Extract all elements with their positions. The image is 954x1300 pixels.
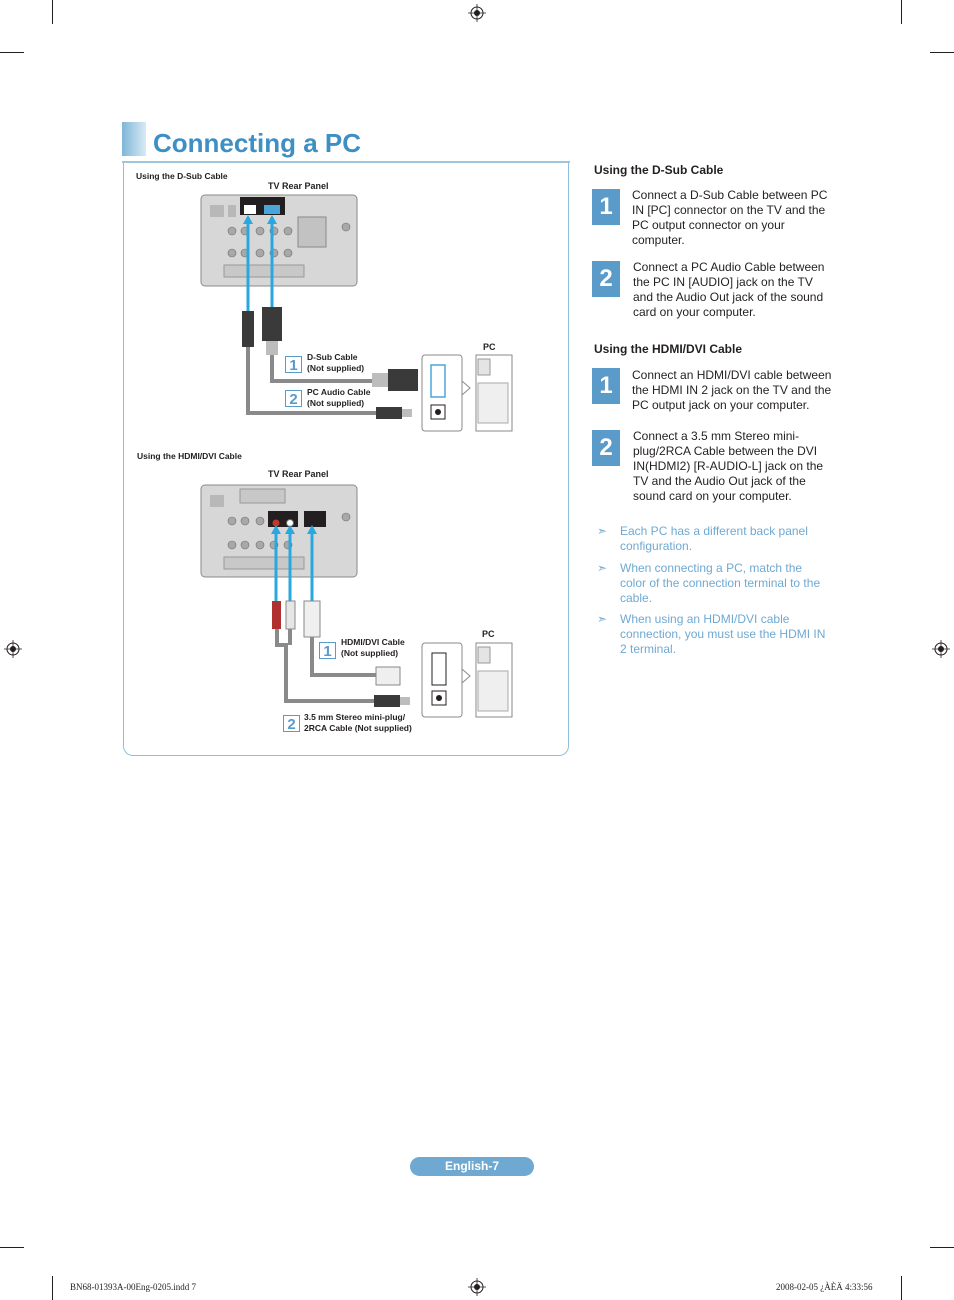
dsub-diagram-label: Using the D-Sub Cable [136, 171, 228, 181]
note-arrow-icon: ➣ [597, 612, 608, 626]
callout-label: 3.5 mm Stereo mini-plug/ [304, 712, 406, 722]
callout-label: HDMI/DVI Cable [341, 637, 405, 647]
callout-number: 1 [285, 356, 302, 374]
note-text: When using an HDMI/DVI cable connection,… [620, 612, 826, 656]
step-text: Connect a PC Audio Cable between the PC … [633, 260, 825, 319]
callout-label: D-Sub Cable [307, 352, 358, 362]
callout-number: 2 [283, 715, 300, 733]
step-text: Connect an HDMI/DVI cable between the HD… [632, 368, 832, 412]
page-title: Connecting a PC [153, 128, 362, 158]
callout-label: (Not supplied) [341, 648, 399, 658]
crop-mark [930, 1247, 954, 1248]
note-text: When connecting a PC, match the color of… [620, 561, 821, 605]
step-text: Connect a D-Sub Cable between PC IN [PC]… [632, 188, 828, 247]
tv-rear-panel-label: TV Rear Panel [268, 469, 329, 479]
registration-mark-icon [4, 640, 22, 658]
callout-number: 1 [319, 642, 336, 660]
step-text: Connect a 3.5 mm Stereo mini-plug/2RCA C… [633, 429, 824, 503]
print-file-info: BN68-01393A-00Eng-0205.indd 7 [70, 1282, 196, 1292]
print-date-info: 2008-02-05 ¿ÀÈÄ 4:33:56 [776, 1282, 873, 1292]
hdmi-diagram-label: Using the HDMI/DVI Cable [137, 451, 242, 461]
note-text: Each PC has a different back panel confi… [620, 524, 808, 553]
tv-rear-panel-label: TV Rear Panel [268, 181, 329, 191]
note-arrow-icon: ➣ [597, 524, 608, 538]
step-number-badge: 1 [592, 368, 620, 404]
dsub-heading: Using the D-Sub Cable [594, 163, 724, 177]
step-number-badge: 1 [592, 189, 620, 225]
step-number-badge: 2 [592, 261, 620, 297]
crop-mark [52, 0, 53, 24]
callout-label: (Not supplied) [307, 398, 365, 408]
crop-mark [0, 1247, 24, 1248]
page-number-badge: English-7 [410, 1157, 534, 1176]
crop-mark [0, 52, 24, 53]
pc-label: PC [483, 342, 496, 352]
callout-label: (Not supplied) [307, 363, 365, 373]
registration-mark-icon [468, 4, 486, 22]
crop-mark [901, 0, 902, 24]
title-accent-bar [122, 122, 146, 156]
callout-label: 2RCA Cable (Not supplied) [304, 723, 412, 733]
crop-mark [901, 1276, 902, 1300]
pc-label: PC [482, 629, 495, 639]
hdmi-heading: Using the HDMI/DVI Cable [594, 342, 743, 356]
callout-number: 2 [285, 390, 302, 408]
hdmi-connection-illustration [200, 484, 513, 718]
note-arrow-icon: ➣ [597, 561, 608, 575]
crop-mark [930, 52, 954, 53]
diagram-panel [123, 163, 569, 756]
registration-mark-icon [932, 640, 950, 658]
crop-mark [52, 1276, 53, 1300]
callout-label: PC Audio Cable [307, 387, 371, 397]
registration-mark-icon [468, 1278, 486, 1296]
dsub-connection-illustration [200, 194, 513, 432]
step-number-badge: 2 [592, 430, 620, 466]
title-underline [122, 161, 570, 163]
